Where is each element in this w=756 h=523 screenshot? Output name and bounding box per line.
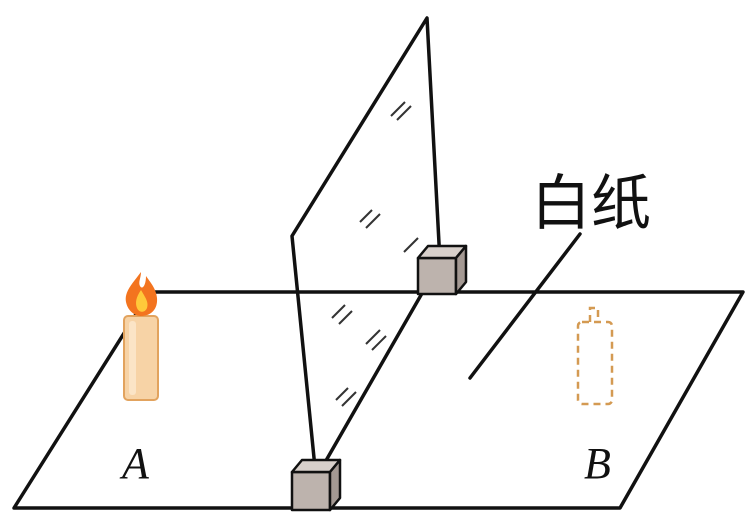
support-block-front (290, 458, 342, 512)
candle-icon (123, 272, 159, 401)
dashed-candle-outline-icon (576, 306, 614, 406)
label-point-b: B (584, 439, 611, 488)
label-white-paper: 白纸 (531, 169, 651, 239)
flame-icon (125, 272, 158, 316)
paper-sheet (12, 290, 745, 510)
paper-leader-line (468, 232, 582, 380)
label-point-a: A (119, 439, 150, 488)
support-block-back (416, 244, 468, 296)
glass-reflection-marks (331, 101, 419, 407)
